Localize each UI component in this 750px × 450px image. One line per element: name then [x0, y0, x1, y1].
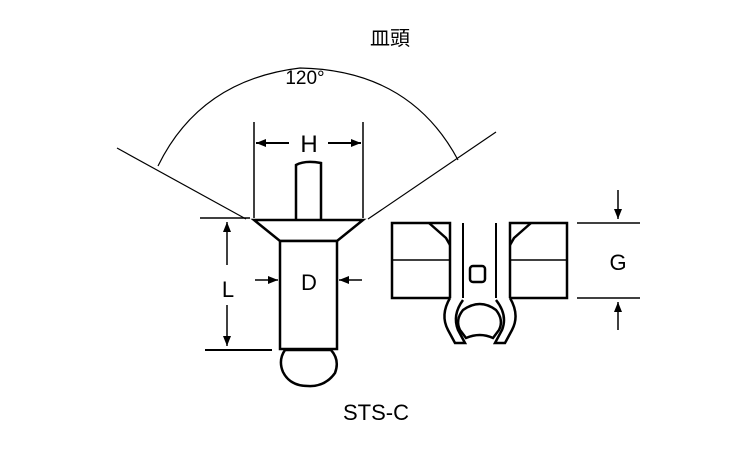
- h-label: H: [300, 131, 317, 158]
- h-dimension: H: [253, 122, 364, 218]
- rivet-side-view: [250, 160, 367, 388]
- l-dimension: L: [200, 217, 272, 351]
- angle-indicator: 120°: [116, 67, 497, 220]
- rivet-installed-view: [390, 221, 569, 345]
- g-label: G: [609, 250, 626, 275]
- title: 皿頭: [370, 28, 410, 50]
- d-dimension: D: [255, 270, 362, 295]
- l-label: L: [222, 277, 234, 302]
- g-dimension: G: [577, 190, 640, 330]
- angle-label: 120°: [285, 68, 324, 89]
- d-label: D: [301, 270, 317, 295]
- model-label: STS-C: [343, 400, 409, 425]
